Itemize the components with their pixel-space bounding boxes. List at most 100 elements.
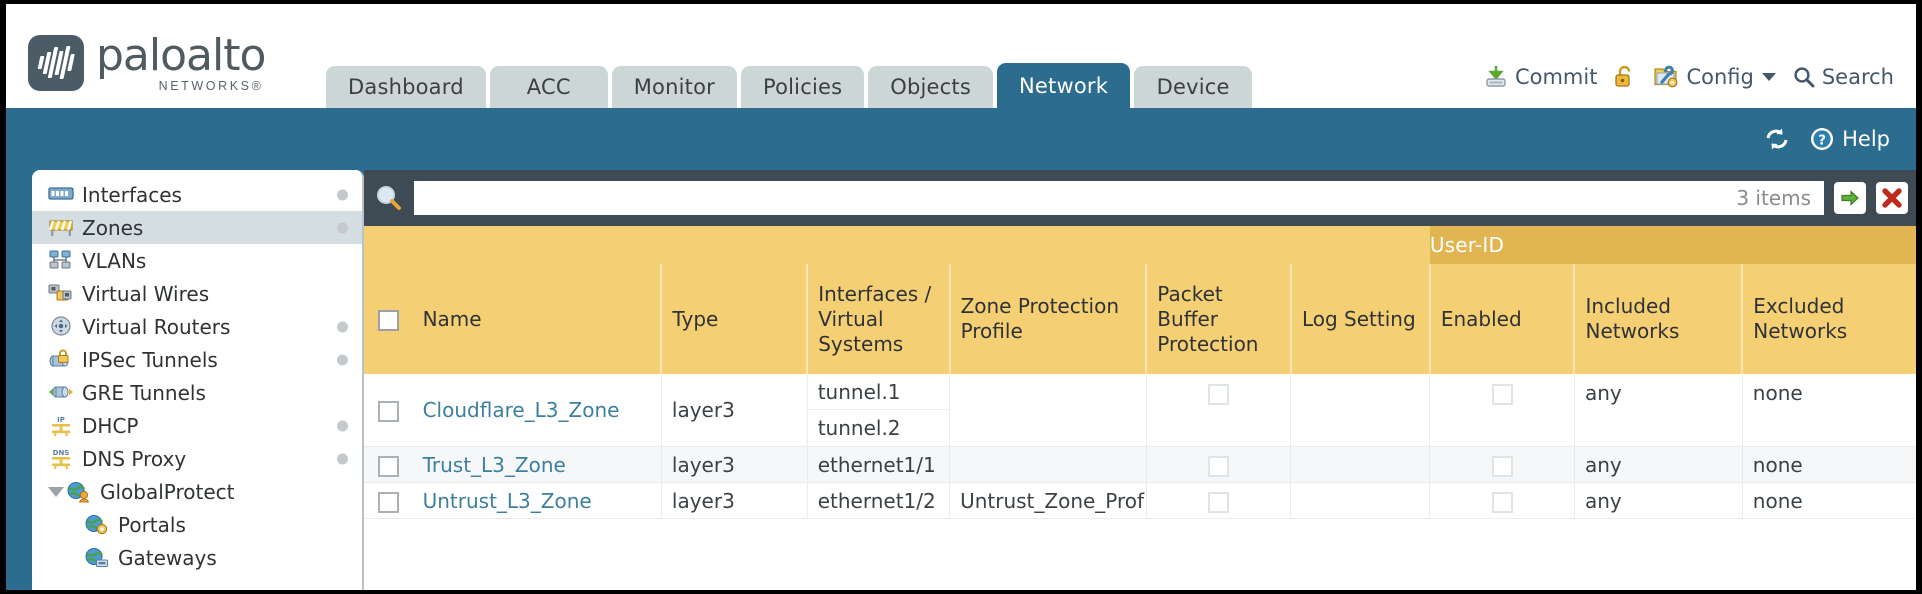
search-label: Search: [1821, 65, 1894, 89]
brand-name: paloalto: [96, 29, 266, 81]
help-label: Help: [1842, 127, 1890, 151]
clear-filter-button[interactable]: [1876, 182, 1908, 214]
config-menu[interactable]: Config: [1653, 64, 1776, 90]
table-row[interactable]: Trust_L3_Zone layer3 ethernet1/1: [364, 446, 1916, 483]
sidebar-item-gateways[interactable]: Gateways: [32, 541, 362, 574]
zones-barrier-icon: [48, 217, 74, 239]
search-magnifier-icon: [1792, 65, 1816, 89]
sidebar-item-interfaces[interactable]: Interfaces: [32, 178, 362, 211]
sidebar-item-zones[interactable]: Zones: [32, 211, 362, 244]
refresh-button[interactable]: [1763, 126, 1791, 152]
tab-objects[interactable]: Objects: [868, 66, 993, 108]
cell-userid-enabled: [1429, 446, 1575, 483]
sidebar-item-portals[interactable]: Portals: [32, 508, 362, 541]
column-header-interfaces[interactable]: Interfaces / Virtual Systems: [807, 264, 951, 374]
cell-log-setting: [1290, 482, 1431, 519]
cell-included-networks: any: [1574, 446, 1743, 483]
brand-logo: paloalto NETWORKS®: [6, 29, 326, 93]
column-header-name[interactable]: Name: [412, 264, 663, 374]
column-header-log-setting[interactable]: Log Setting: [1290, 264, 1431, 374]
column-header-packet-buffer-protection[interactable]: Packet Buffer Protection: [1146, 264, 1292, 374]
sidebar-item-dns-proxy[interactable]: DNS DNS Proxy: [32, 442, 362, 475]
main-panel: 3 items: [364, 170, 1916, 590]
table-row[interactable]: Untrust_L3_Zone layer3 ethernet1/2 Untru…: [364, 482, 1916, 519]
virtual-routers-icon: [48, 315, 74, 338]
sidebar-panel: Interfaces Zones: [32, 170, 364, 590]
column-header-included-networks[interactable]: Included Networks: [1574, 264, 1744, 374]
config-label: Config: [1686, 65, 1754, 89]
tab-monitor[interactable]: Monitor: [611, 66, 737, 108]
status-dot: [337, 321, 348, 332]
zone-name-link[interactable]: Trust_L3_Zone: [422, 452, 566, 477]
zones-table-scroll[interactable]: User-ID Name Type Interfaces / Virtual S…: [364, 226, 1916, 590]
excluded-networks-value: none: [1752, 381, 1803, 405]
sidebar-item-label: IPSec Tunnels: [82, 347, 218, 372]
search-magnifier-icon[interactable]: [374, 183, 404, 213]
sidebar-item-vlans[interactable]: VLANs: [32, 244, 362, 277]
cell-excluded-networks: none: [1742, 446, 1916, 483]
column-header-type[interactable]: Type: [661, 264, 809, 374]
cell-excluded-networks: none: [1742, 482, 1916, 519]
interfaces-icon: [48, 184, 74, 206]
svg-text:DNS: DNS: [53, 449, 70, 457]
sidebar-item-label: GRE Tunnels: [82, 380, 206, 405]
status-dot: [337, 453, 348, 464]
tab-acc[interactable]: ACC: [489, 66, 608, 108]
packet-buffer-protection-checkbox[interactable]: [1208, 491, 1230, 513]
commit-button[interactable]: Commit: [1483, 64, 1597, 90]
portals-globe-gear-icon: [84, 514, 110, 536]
included-networks-value: any: [1584, 381, 1622, 405]
row-select-checkbox[interactable]: [378, 491, 399, 513]
cell-type: layer3: [661, 482, 808, 519]
row-select-checkbox[interactable]: [378, 401, 399, 422]
dhcp-ip-icon: IP: [48, 415, 74, 437]
sidebar-item-gre-tunnels[interactable]: GRE Tunnels: [32, 376, 362, 409]
sidebar-item-label: VLANs: [82, 248, 147, 273]
select-all-header: [364, 264, 413, 374]
apply-filter-button[interactable]: [1834, 182, 1866, 214]
sidebar-item-dhcp[interactable]: IP DHCP: [32, 409, 362, 442]
table-row[interactable]: Cloudflare_L3_Zone layer3 tunnel.1 tunne…: [364, 374, 1916, 447]
sidebar-item-ipsec-tunnels[interactable]: IPSec Tunnels: [32, 343, 362, 376]
sidebar-item-label: Interfaces: [82, 182, 182, 207]
zone-name-link[interactable]: Untrust_L3_Zone: [422, 488, 592, 513]
row-select-checkbox[interactable]: [378, 455, 399, 477]
chevron-down-icon[interactable]: [48, 486, 64, 497]
userid-enabled-checkbox[interactable]: [1491, 455, 1513, 477]
userid-enabled-checkbox[interactable]: [1491, 384, 1513, 405]
cell-interfaces: ethernet1/2: [807, 482, 951, 519]
globalprotect-globe-user-icon: [66, 481, 92, 503]
column-header-zone-protection-profile[interactable]: Zone Protection Profile: [949, 264, 1148, 374]
item-count-label: 3 items: [1736, 186, 1811, 210]
lock-button[interactable]: [1613, 64, 1637, 90]
packet-buffer-protection-checkbox[interactable]: [1208, 455, 1230, 477]
sidebar-item-globalprotect[interactable]: GlobalProtect: [32, 475, 362, 508]
sub-banner: ? Help: [6, 108, 1916, 170]
userid-enabled-checkbox[interactable]: [1491, 491, 1513, 513]
zone-name-link[interactable]: Cloudflare_L3_Zone: [422, 398, 620, 422]
filter-input[interactable]: 3 items: [414, 181, 1824, 215]
chevron-down-icon: [1761, 73, 1776, 81]
column-header-row: Name Type Interfaces / Virtual Systems Z…: [364, 264, 1916, 374]
row-select-cell: [364, 482, 413, 519]
sidebar-item-label: Gateways: [118, 545, 217, 570]
cell-zone-protection-profile: [949, 446, 1147, 483]
cell-name: Trust_L3_Zone: [412, 446, 662, 483]
tab-device[interactable]: Device: [1134, 66, 1253, 108]
svg-text:?: ?: [1818, 133, 1826, 149]
group-header-userid: User-ID: [1429, 226, 1916, 264]
select-all-checkbox[interactable]: [378, 309, 399, 331]
packet-buffer-protection-checkbox[interactable]: [1208, 384, 1230, 405]
tab-network[interactable]: Network: [997, 63, 1131, 108]
column-header-excluded-networks[interactable]: Excluded Networks: [1742, 264, 1916, 374]
sidebar-item-label: DNS Proxy: [82, 446, 187, 471]
cell-userid-enabled: [1429, 374, 1575, 447]
tab-policies[interactable]: Policies: [740, 66, 865, 108]
sidebar-item-virtual-routers[interactable]: Virtual Routers: [32, 310, 362, 343]
search-button[interactable]: Search: [1792, 65, 1894, 89]
column-header-enabled[interactable]: Enabled: [1429, 264, 1576, 374]
vlans-network-icon: [48, 250, 74, 272]
sidebar-item-virtual-wires[interactable]: Virtual Wires: [32, 277, 362, 310]
help-button[interactable]: ? Help: [1809, 126, 1890, 152]
tab-dashboard[interactable]: Dashboard: [326, 66, 486, 108]
